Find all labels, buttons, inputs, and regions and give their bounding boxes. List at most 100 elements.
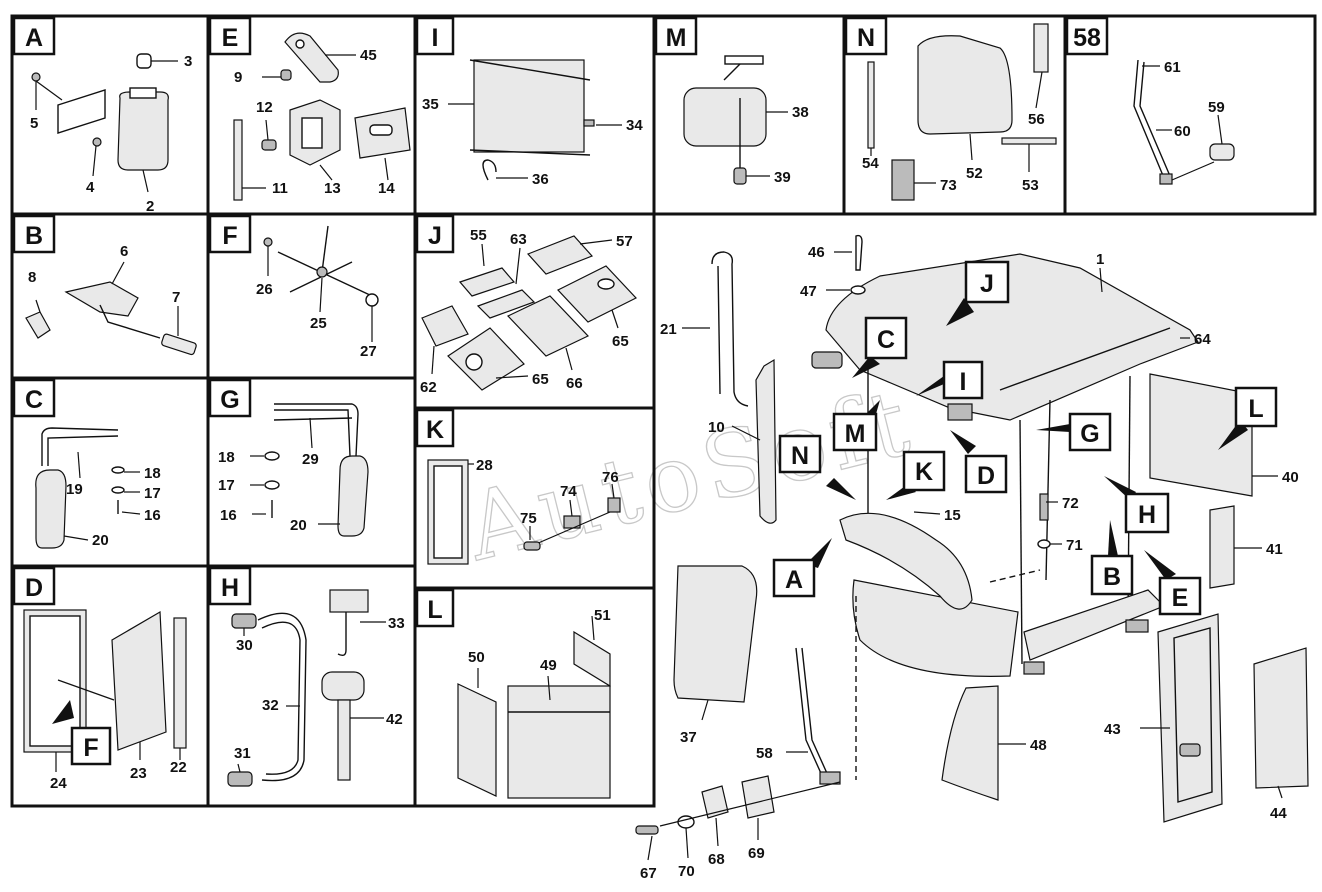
part-label: 69 — [748, 845, 765, 862]
callout-C: C — [852, 316, 908, 378]
part-label: 41 — [1266, 541, 1283, 558]
callout-L: L — [1218, 386, 1278, 450]
part-label: 12 — [256, 99, 273, 116]
svg-text:C: C — [25, 386, 43, 414]
part-label: 64 — [1194, 331, 1211, 348]
part-label: 74 — [560, 483, 577, 500]
svg-text:D: D — [977, 462, 995, 490]
callout-H: H — [1104, 476, 1170, 534]
panel-f-drawing — [263, 225, 379, 342]
part-label: 54 — [862, 155, 879, 172]
callout-G: G — [1036, 412, 1112, 452]
part-label: 52 — [966, 165, 983, 182]
panel-tag-C: C — [12, 378, 56, 418]
callout-J: J — [946, 260, 1010, 326]
part-label: 20 — [92, 532, 109, 549]
part-label: 10 — [708, 419, 725, 436]
part-label: 47 — [800, 283, 817, 300]
part-label: 1 — [1096, 251, 1104, 268]
svg-text:E: E — [1172, 584, 1189, 612]
part-label: 9 — [234, 69, 242, 86]
part-label: 24 — [50, 775, 67, 792]
part-label: 49 — [540, 657, 557, 674]
part-label: 25 — [310, 315, 327, 332]
part-label: 39 — [774, 169, 791, 186]
part-label: 35 — [422, 96, 439, 113]
svg-text:J: J — [428, 222, 442, 250]
part-label: 37 — [680, 729, 697, 746]
callout-I: I — [916, 360, 984, 400]
svg-text:A: A — [25, 24, 43, 52]
callout-K: K — [886, 450, 946, 500]
svg-text:N: N — [857, 24, 875, 52]
part-label: 60 — [1174, 123, 1191, 140]
svg-text:J: J — [980, 270, 994, 298]
part-label: 20 — [290, 517, 307, 534]
panel-tag-E: E — [208, 16, 252, 56]
part-label: 2 — [146, 198, 154, 215]
part-label: 63 — [510, 231, 527, 248]
part-label: 38 — [792, 104, 809, 121]
part-label: 75 — [520, 510, 537, 527]
part-label: 72 — [1062, 495, 1079, 512]
part-label: 18 — [144, 465, 161, 482]
part-label: 42 — [386, 711, 403, 728]
part-label: 50 — [468, 649, 485, 666]
svg-text:G: G — [1080, 420, 1099, 448]
panel-tag-A: A — [12, 16, 56, 56]
panel-tag-G: G — [208, 378, 252, 418]
panel-tag-K: K — [415, 408, 455, 448]
part-label: 51 — [594, 607, 611, 624]
part-label: 4 — [86, 179, 95, 196]
svg-text:L: L — [1248, 395, 1263, 423]
svg-text:B: B — [25, 222, 43, 250]
callout-N: N — [778, 434, 856, 500]
part-label: 23 — [130, 765, 147, 782]
panel-tag-F: F — [208, 214, 252, 254]
part-label: 45 — [360, 47, 377, 64]
part-label: 55 — [470, 227, 487, 244]
part-label: 26 — [256, 281, 273, 298]
svg-text:G: G — [220, 386, 239, 414]
part-label: 21 — [660, 321, 677, 338]
part-label: 17 — [144, 485, 161, 502]
panel-tag-D: D — [12, 566, 56, 606]
svg-text:M: M — [666, 24, 687, 52]
part-label: 34 — [626, 117, 643, 134]
panel-i-drawing — [448, 59, 622, 181]
part-label: 71 — [1066, 537, 1083, 554]
callout-A: A — [772, 538, 832, 598]
callout-D: D — [950, 430, 1008, 494]
part-label: 48 — [1030, 737, 1047, 754]
part-label: 3 — [184, 53, 192, 70]
panel-g-drawing — [250, 403, 369, 537]
part-label: 16 — [220, 507, 237, 524]
panel-j-drawing — [421, 235, 637, 391]
part-label: 22 — [170, 759, 187, 776]
svg-text:K: K — [426, 416, 444, 444]
part-label: 62 — [420, 379, 437, 396]
part-label: 8 — [28, 269, 36, 286]
panel-d-callout-f: F — [70, 726, 112, 766]
panel-tag-M: M — [654, 16, 698, 56]
svg-text:F: F — [83, 734, 98, 762]
svg-text:N: N — [791, 442, 809, 470]
part-label: 58 — [756, 745, 773, 762]
callout-M: M — [832, 400, 880, 452]
part-label: 5 — [30, 115, 38, 132]
panel-l-drawing — [457, 615, 611, 799]
panel-tag-58: 58 — [1065, 16, 1109, 56]
svg-text:58: 58 — [1073, 24, 1101, 52]
svg-text:B: B — [1103, 563, 1121, 591]
svg-text:D: D — [25, 574, 43, 602]
svg-text:K: K — [915, 458, 933, 486]
part-label: 57 — [616, 233, 633, 250]
svg-text:I: I — [960, 368, 967, 396]
panel-tag-N: N — [844, 16, 888, 56]
part-label: 56 — [1028, 111, 1045, 128]
part-label: 7 — [172, 289, 180, 306]
part-label: 76 — [602, 469, 619, 486]
svg-text:L: L — [427, 596, 442, 624]
